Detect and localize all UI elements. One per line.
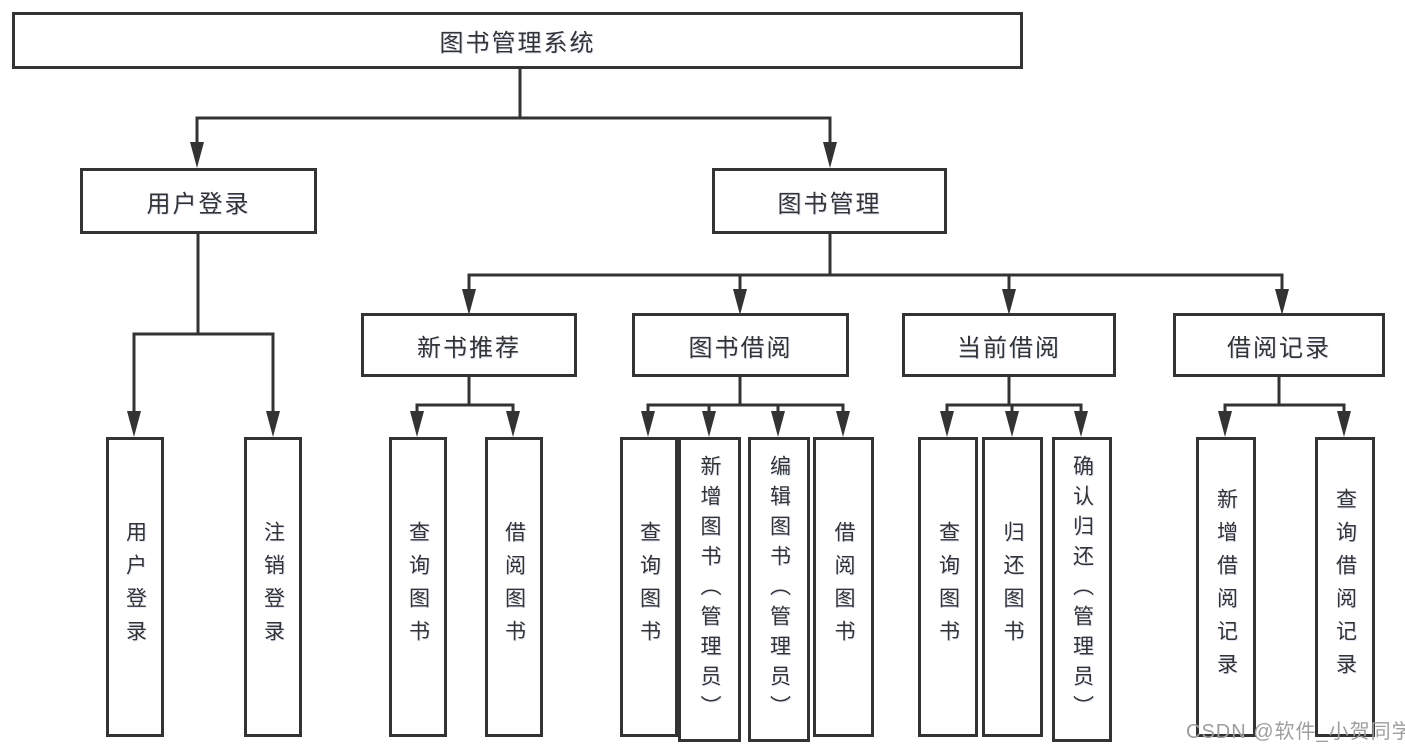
leaf-user-login: 用户登录	[106, 437, 164, 737]
leaf-add-borrow-record: 新增借阅记录	[1196, 437, 1256, 737]
connector-book-management-branch	[467, 273, 1284, 291]
node-label: 当前借阅	[957, 334, 1061, 362]
arrowhead-icon	[462, 289, 476, 315]
leaf-query-book-2: 查询图书	[620, 437, 678, 737]
leaf-return-book: 归还图书	[982, 437, 1043, 737]
arrowhead-icon	[1002, 289, 1016, 315]
node-user-login: 用户登录	[80, 168, 317, 234]
node-label: 查询图书	[637, 521, 661, 653]
node-library-system: 图书管理系统	[12, 12, 1023, 69]
node-label: 用户登录	[146, 190, 251, 218]
node-label: 归还图书	[1001, 521, 1024, 653]
connector-root-branch	[195, 116, 832, 145]
node-label: 图书管理系统	[439, 30, 596, 57]
node-label: 新书推荐	[417, 334, 521, 362]
node-label: 查询图书	[406, 521, 430, 653]
arrowhead-icon	[940, 411, 954, 437]
node-label: 查询图书	[936, 521, 960, 653]
connector-user-login-branch	[132, 332, 275, 413]
leaf-query-book-3: 查询图书	[918, 437, 978, 737]
node-label: 注销登录	[261, 521, 285, 653]
leaf-query-borrow-record: 查询借阅记录	[1315, 437, 1375, 737]
leaf-borrow-book-1: 借阅图书	[485, 437, 543, 737]
node-label: 借阅图书	[502, 521, 526, 653]
arrowhead-icon	[266, 411, 280, 437]
node-label: 编辑图书（管理员）	[767, 454, 791, 725]
node-label: 图书借阅	[688, 334, 793, 362]
node-label: 借阅记录	[1227, 334, 1331, 362]
leaf-edit-book-admin: 编辑图书（管理员）	[748, 437, 810, 742]
node-label: 新增借阅记录	[1214, 488, 1238, 686]
connector-current-borrow	[945, 377, 1083, 414]
node-new-book-recommend: 新书推荐	[361, 313, 577, 377]
arrowhead-icon	[641, 411, 655, 437]
leaf-add-book-admin: 新增图书（管理员）	[678, 437, 741, 742]
node-label: 新增图书（管理员）	[698, 454, 721, 725]
node-book-management: 图书管理	[712, 168, 947, 234]
leaf-query-book-1: 查询图书	[389, 437, 447, 737]
arrowhead-icon	[1074, 411, 1088, 437]
arrowhead-icon	[823, 142, 837, 168]
leaf-logout: 注销登录	[244, 437, 302, 737]
arrowhead-icon	[1337, 411, 1351, 437]
node-label: 借阅图书	[832, 521, 855, 653]
node-borrow-record: 借阅记录	[1173, 313, 1385, 377]
arrowhead-icon	[702, 411, 716, 437]
arrowhead-icon	[190, 142, 204, 168]
node-book-borrow: 图书借阅	[632, 313, 849, 377]
node-current-borrow: 当前借阅	[902, 313, 1116, 377]
arrowhead-icon	[1275, 289, 1289, 315]
arrowhead-icon	[1005, 411, 1019, 437]
arrowhead-icon	[506, 411, 520, 437]
arrowhead-icon	[1218, 411, 1232, 437]
arrowhead-icon	[836, 411, 850, 437]
arrowhead-icon	[127, 411, 141, 437]
arrowhead-icon	[771, 411, 785, 437]
arrowhead-icon	[733, 289, 747, 315]
arrowhead-icon	[410, 411, 424, 437]
connector-book-borrow	[646, 377, 845, 414]
node-label: 确认归还（管理员）	[1070, 454, 1094, 725]
node-label: 查询借阅记录	[1333, 488, 1357, 686]
connector-borrow-record	[1223, 377, 1346, 414]
leaf-confirm-return-admin: 确认归还（管理员）	[1052, 437, 1112, 742]
node-label: 图书管理	[777, 190, 882, 218]
node-label: 用户登录	[123, 521, 147, 653]
watermark: CSDN @软件_小贺同学	[1186, 721, 1405, 743]
connector-new-book-recommend	[415, 377, 515, 414]
leaf-borrow-book-2: 借阅图书	[813, 437, 874, 737]
